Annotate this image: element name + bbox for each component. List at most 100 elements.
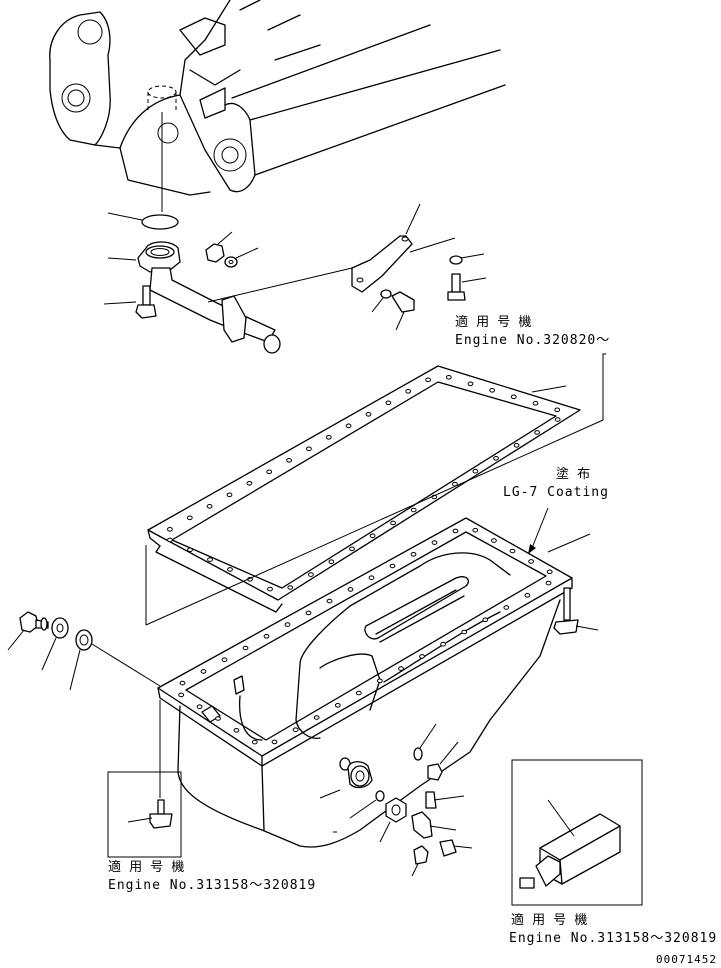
bolt-hole [503, 605, 510, 610]
bolt-hole [419, 654, 425, 659]
bolt-hole [513, 443, 520, 448]
bolt-hole [196, 704, 203, 710]
bolt-hole [221, 657, 228, 663]
bolt-hole [178, 692, 185, 698]
bolt-hole [545, 580, 552, 586]
bolt-hole [554, 417, 561, 422]
bolt-hole [445, 375, 452, 380]
bolt-hole [368, 575, 375, 581]
bolt-hole [554, 407, 561, 413]
bolt-hole [179, 680, 186, 686]
bolt-hole [233, 728, 240, 733]
bolt-hole [167, 537, 173, 543]
bolt-hole [349, 546, 355, 552]
bolt-hole [472, 468, 479, 474]
bolt-hole [534, 430, 540, 435]
suction-bore-hidden [147, 85, 177, 212]
bolt-hole [365, 412, 372, 417]
tube-nut-and-washer [205, 231, 259, 268]
bolt-hole [385, 400, 392, 406]
drain-components [319, 723, 473, 877]
o-ring [107, 212, 179, 230]
bolt-hole [186, 515, 193, 521]
bolt-hole [532, 401, 539, 406]
bolt-hole [440, 641, 447, 647]
bolt-hole [263, 634, 270, 639]
bolt-hole [472, 527, 479, 533]
bolt-hole [377, 678, 383, 684]
bolt-hole [528, 559, 534, 564]
coating-jp: 塗 布 [556, 466, 592, 482]
bolt-hole [246, 481, 253, 486]
bolt-hole [227, 567, 233, 572]
bolt-hole [410, 552, 417, 557]
bolt-hole [286, 458, 293, 463]
bolt-hole [267, 586, 273, 592]
bolt-hole [390, 520, 397, 526]
bolt-hole [347, 587, 354, 592]
bolt-hole [405, 389, 412, 394]
bolt-hole [461, 629, 468, 635]
bolt-hole [292, 727, 299, 733]
coating-en: LG-7 Coating [503, 485, 609, 500]
pan-mounting-bolt [553, 587, 599, 635]
bolt-hole [215, 716, 221, 721]
bolt-hole [510, 394, 517, 400]
bolt-hole [491, 538, 497, 543]
bolt-hole [410, 507, 417, 513]
bolt-hole [482, 617, 489, 623]
bolt-hole [369, 533, 376, 539]
bolt-hole [200, 669, 207, 674]
bracket-bolt [447, 253, 487, 301]
bolt-hole [398, 666, 404, 671]
bolt-hole [452, 528, 459, 534]
bolt-hole [308, 572, 314, 577]
bolt-hole [546, 569, 553, 575]
bolt-applicable-jp: 適 用 号 機 [108, 859, 186, 875]
inset-applicable-jp: 適 用 号 機 [511, 912, 589, 928]
bolt-hole [431, 540, 438, 545]
bolt-hole [226, 492, 233, 498]
bolt-hole [305, 610, 312, 616]
bolt-hole [328, 559, 335, 565]
inset-applicable-en: Engine No.313158～320819 [509, 931, 717, 946]
bolt-hole [334, 703, 341, 708]
bolt-hole [251, 739, 258, 745]
bolt-hole [313, 715, 320, 720]
oil-pan [157, 507, 591, 848]
bolt-hole [207, 557, 213, 562]
bolt-hole [326, 598, 333, 604]
bolt-hole [509, 548, 516, 554]
bolt-hole [467, 381, 474, 387]
oil-suction-tube [107, 241, 281, 354]
bolt-hole [524, 593, 531, 598]
bolt-hole [284, 622, 291, 627]
bolt-hole [355, 690, 362, 696]
applicable-bolt-box [107, 700, 182, 858]
gasket-applicable-jp: 適 用 号 機 [455, 314, 533, 330]
bolt-hole [242, 645, 249, 651]
bolt-hole [493, 456, 499, 461]
bolt-hole [266, 469, 273, 475]
bolt-hole [206, 504, 213, 509]
bolt-hole [389, 563, 396, 569]
engine-block [49, 0, 506, 196]
bolt-hole [187, 547, 193, 553]
inset-detail-box [511, 759, 643, 906]
bolt-hole [345, 423, 352, 429]
bolt-hole [287, 585, 294, 590]
oil-pan-gasket [147, 365, 581, 613]
bolt-hole [167, 527, 173, 532]
support-bracket [207, 203, 456, 331]
tube-mounting-bolt [103, 285, 157, 319]
bolt-hole [489, 388, 496, 393]
drawing-number: 00071452 [656, 953, 717, 966]
gasket-applicable-en: Engine No.320820～ [455, 333, 610, 348]
bolt-applicable-en: Engine No.313158～320819 [108, 878, 316, 893]
bolt-hole [425, 377, 432, 383]
bolt-hole [306, 446, 312, 452]
bolt-hole [271, 739, 278, 745]
pan-bolt-left-assembly [7, 611, 161, 691]
bolt-hole [325, 435, 332, 440]
